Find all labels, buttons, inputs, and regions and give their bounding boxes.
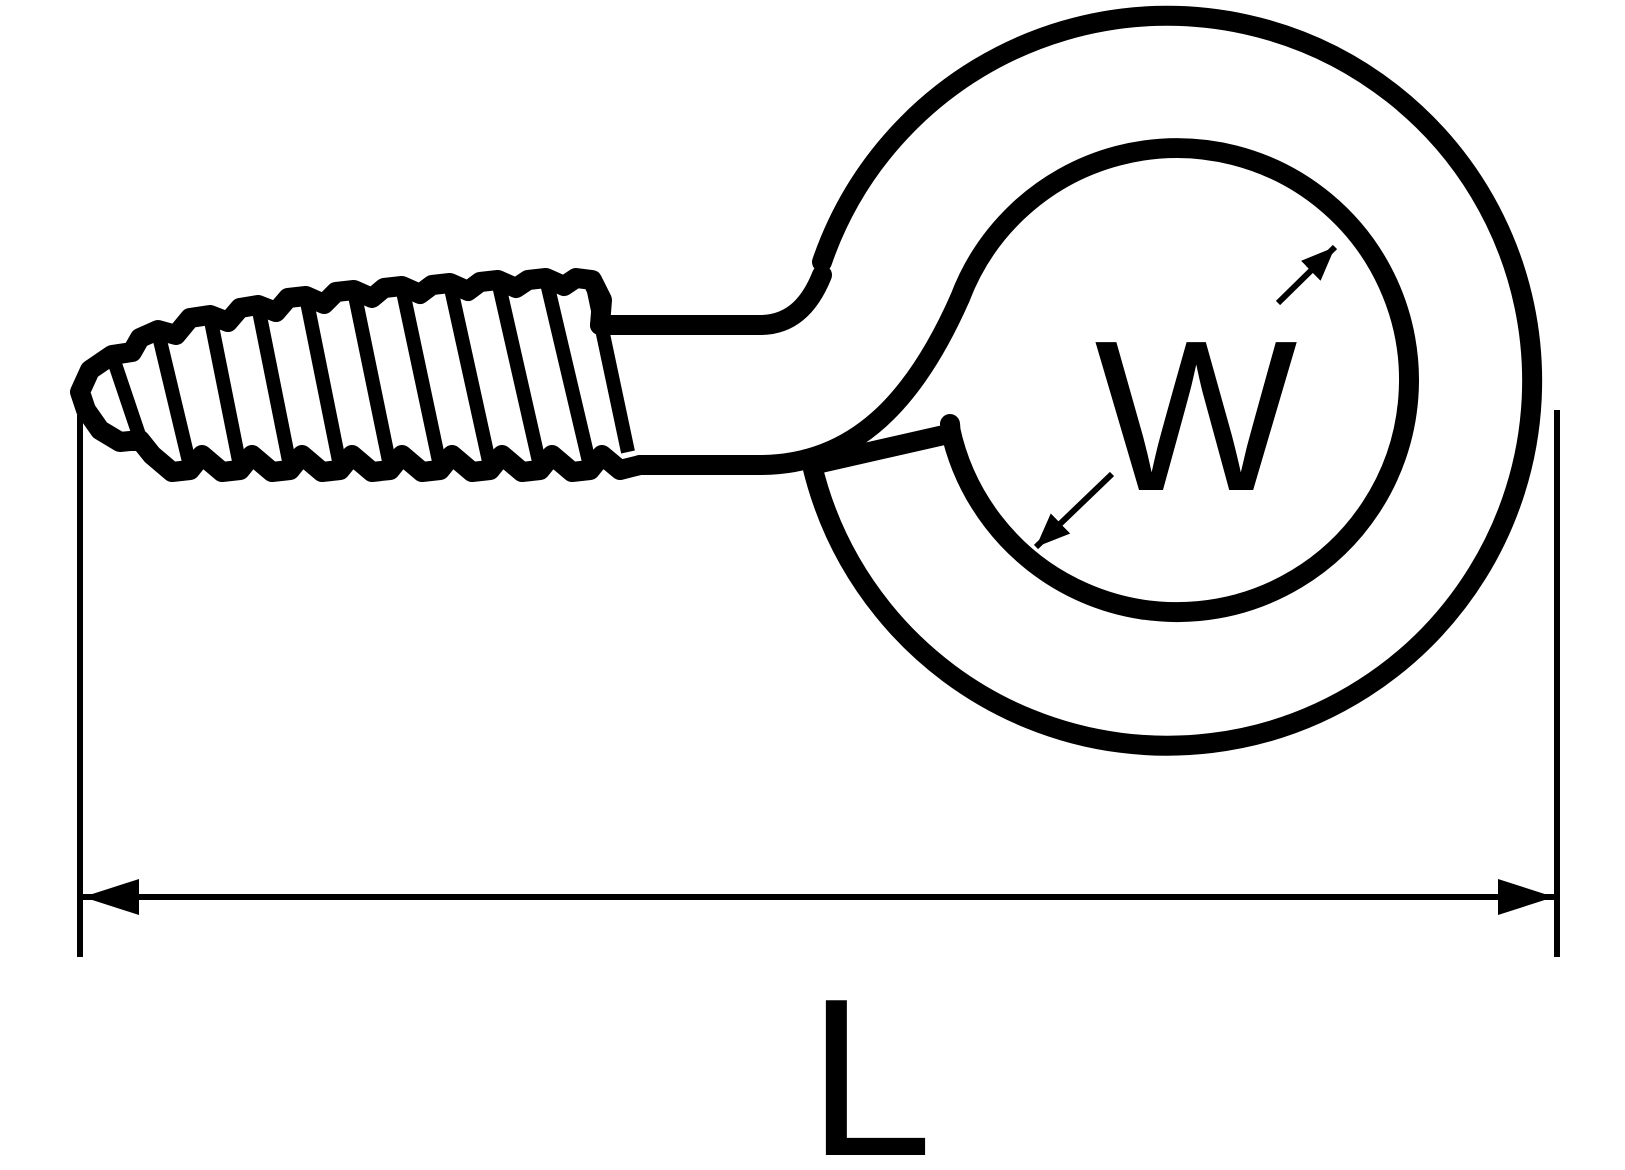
thread-crest-8: [443, 282, 497, 468]
thread-crest-11: [585, 280, 635, 454]
w-arrow-lower: [1033, 471, 1115, 550]
overall-length-label: L: [807, 951, 932, 1170]
thread-crest-3: [203, 314, 247, 468]
thread-crest-5: [299, 295, 347, 468]
thread-crest-2: [151, 330, 197, 468]
eye-inner-ring: [940, 138, 1419, 623]
inner-width-label: W: [1095, 295, 1298, 536]
thread-crest-6: [347, 289, 397, 468]
thread-crest-1: [105, 352, 147, 441]
thread-crest-7: [395, 285, 447, 468]
eye-outer-ring: [802, 5, 1543, 756]
thread-outline: [70, 268, 650, 482]
thread-crest-4: [251, 304, 297, 468]
shank-top-edge: [590, 265, 832, 335]
shank-bottom-edge: [630, 288, 970, 475]
eye-wire-tip: [802, 414, 961, 475]
thread-crest-10: [539, 277, 597, 468]
thread-section: [70, 268, 650, 482]
w-arrow-upper: [1275, 244, 1338, 306]
thread-crest-9: [491, 279, 547, 468]
